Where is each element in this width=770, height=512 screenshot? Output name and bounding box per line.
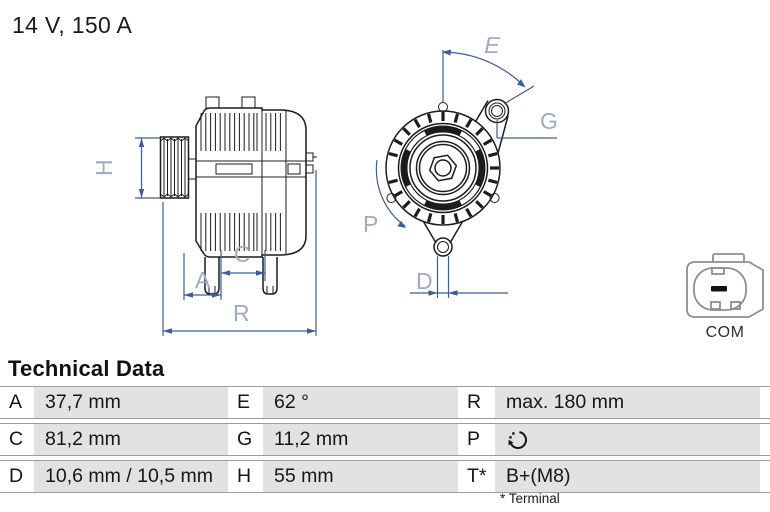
dim-label-P: P bbox=[363, 211, 378, 237]
connector-label: COM bbox=[706, 324, 745, 341]
spec-value-G: 11,2 mm bbox=[263, 424, 458, 455]
spec-key-E: E bbox=[228, 387, 263, 418]
dimension-C: C bbox=[221, 241, 266, 281]
housing bbox=[195, 96, 317, 258]
spec-value-T: B+(M8) bbox=[495, 461, 760, 492]
dim-label-G: G bbox=[540, 108, 558, 134]
stator-windows bbox=[406, 131, 480, 205]
spec-key-H: H bbox=[228, 461, 263, 492]
dim-label-A: A bbox=[195, 267, 211, 293]
spec-key-A: A bbox=[0, 387, 34, 418]
spec-value-H: 55 mm bbox=[263, 461, 458, 492]
spec-value-A: 37,7 mm bbox=[34, 387, 228, 418]
rating-text: 14 V, 150 A bbox=[12, 12, 133, 38]
spec-value-C: 81,2 mm bbox=[34, 424, 228, 455]
dimension-E: E bbox=[442, 32, 535, 105]
dim-label-R: R bbox=[233, 300, 250, 326]
dimension-G: G bbox=[496, 108, 558, 139]
shaft-nut bbox=[428, 154, 458, 182]
technical-data-table: A 37,7 mm E 62 ° R max. 180 mm C 81,2 mm… bbox=[0, 386, 770, 497]
spec-key-D: D bbox=[0, 461, 34, 492]
rotation-direction-icon bbox=[508, 431, 527, 449]
dimension-D: D bbox=[410, 256, 508, 298]
spec-value-E: 62 ° bbox=[263, 387, 458, 418]
spec-value-P bbox=[495, 424, 760, 455]
rotation-arrow-P: P bbox=[363, 159, 406, 237]
table-title: Technical Data bbox=[8, 356, 165, 381]
spec-key-T: T* bbox=[458, 461, 495, 492]
connector-pin bbox=[711, 286, 727, 292]
table-row: A 37,7 mm E 62 ° R max. 180 mm bbox=[0, 386, 770, 419]
spec-key-G: G bbox=[228, 424, 263, 455]
table-row: C 81,2 mm G 11,2 mm P bbox=[0, 423, 770, 456]
spec-key-P: P bbox=[458, 424, 495, 455]
spec-value-R: max. 180 mm bbox=[495, 387, 760, 418]
terminal-footnote: * Terminal bbox=[500, 491, 560, 506]
dimension-H: H bbox=[91, 137, 160, 199]
bottom-foot bbox=[422, 221, 464, 257]
top-lug bbox=[438, 102, 448, 112]
connector-diagram: COM bbox=[686, 253, 764, 341]
dim-label-E: E bbox=[482, 32, 503, 58]
dim-label-H: H bbox=[91, 159, 117, 176]
right-lug bbox=[489, 193, 500, 203]
dimension-R: R bbox=[162, 170, 317, 336]
alternator-side-view: H A C R bbox=[91, 96, 317, 336]
table-row: D 10,6 mm / 10,5 mm H 55 mm T* B+(M8) bbox=[0, 460, 770, 493]
left-lug bbox=[386, 193, 397, 203]
spec-key-C: C bbox=[0, 424, 34, 455]
spec-value-D: 10,6 mm / 10,5 mm bbox=[34, 461, 228, 492]
dim-label-C: C bbox=[234, 241, 251, 267]
alternator-drawing: H A C R bbox=[91, 32, 764, 341]
pulley bbox=[159, 136, 197, 199]
dimension-A: A bbox=[183, 250, 222, 300]
spec-key-R: R bbox=[458, 387, 495, 418]
dim-label-D: D bbox=[416, 268, 433, 294]
alternator-front-view: E G P D bbox=[363, 32, 558, 298]
